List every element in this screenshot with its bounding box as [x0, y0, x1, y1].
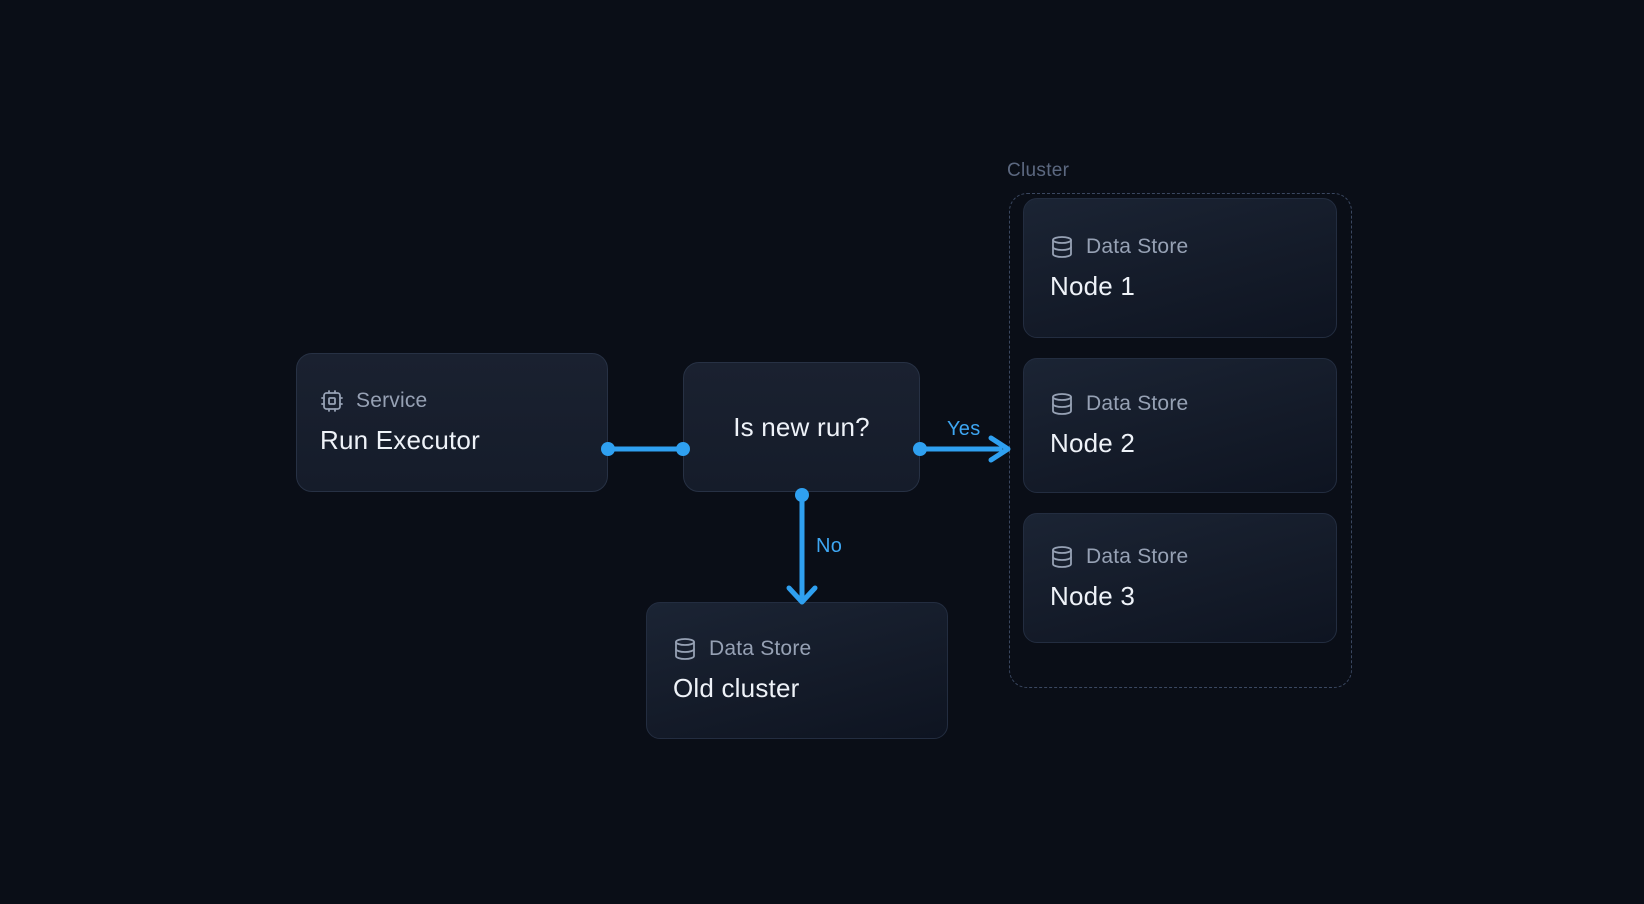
node-type-label: Service — [356, 389, 428, 412]
arrowhead-right-icon — [988, 435, 1011, 463]
node-title: Node 2 — [1050, 428, 1136, 458]
cluster-group-label: Cluster — [1007, 160, 1070, 181]
database-icon — [1052, 545, 1072, 568]
node-type-label: Data Store — [709, 637, 812, 660]
node-data-store-old-cluster[interactable]: Data Store Old cluster — [646, 602, 948, 739]
cpu-icon — [321, 390, 343, 412]
node-decision-is-new-run[interactable]: Is new run? — [683, 362, 920, 492]
node-title: Old cluster — [673, 673, 800, 703]
database-icon — [1052, 393, 1072, 415]
node-type-label: Data Store — [1086, 392, 1189, 415]
edge-label-yes: Yes — [947, 418, 981, 440]
node-title: Node 3 — [1050, 580, 1136, 611]
node-type-label: Data Store — [1086, 234, 1189, 258]
node-type-label: Data Store — [1086, 544, 1189, 568]
node-title: Node 1 — [1050, 270, 1136, 301]
node-service-run-executor[interactable]: Service Run Executor — [296, 353, 608, 492]
edge-label-no: No — [816, 535, 843, 557]
database-icon — [675, 638, 695, 660]
arrowhead-down-icon — [786, 585, 818, 605]
node-data-store-2[interactable]: Data Store Node 2 — [1023, 358, 1337, 493]
database-icon — [1052, 235, 1072, 258]
decision-question: Is new run? — [733, 411, 870, 442]
node-data-store-3[interactable]: Data Store Node 3 — [1023, 513, 1337, 643]
node-title: Run Executor — [320, 425, 480, 455]
node-data-store-1[interactable]: Data Store Node 1 — [1023, 198, 1337, 338]
